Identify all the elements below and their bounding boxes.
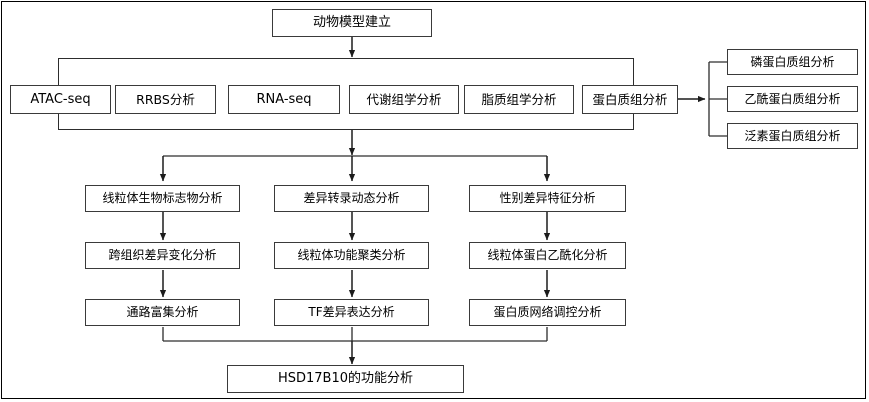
node-rrbs[interactable]: RRBS分析 bbox=[115, 85, 216, 114]
node-label: 线粒体蛋白乙酰化分析 bbox=[487, 248, 608, 263]
node-cross-tissue-diff[interactable]: 跨组织差异变化分析 bbox=[85, 242, 240, 269]
node-mito-biomarker[interactable]: 线粒体生物标志物分析 bbox=[85, 185, 240, 212]
node-label: 乙酰蛋白质组分析 bbox=[744, 91, 841, 106]
node-mito-protein-acetylation[interactable]: 线粒体蛋白乙酰化分析 bbox=[469, 242, 626, 269]
node-pathway-enrichment[interactable]: 通路富集分析 bbox=[85, 299, 240, 326]
node-ubiquitin-proteomics[interactable]: 泛素蛋白质组分析 bbox=[727, 123, 858, 149]
node-label: 线粒体生物标志物分析 bbox=[102, 191, 223, 206]
node-label: 差异转录动态分析 bbox=[303, 191, 400, 206]
node-label: 泛素蛋白质组分析 bbox=[744, 128, 841, 143]
node-metabolomics[interactable]: 代谢组学分析 bbox=[349, 85, 459, 114]
node-label: 脂质组学分析 bbox=[481, 91, 557, 107]
node-label: 动物模型建立 bbox=[312, 15, 391, 31]
node-diff-transcription-dynamics[interactable]: 差异转录动态分析 bbox=[274, 185, 429, 212]
node-label: 磷蛋白质组分析 bbox=[750, 54, 835, 69]
node-label: 性别差异特征分析 bbox=[499, 191, 596, 206]
node-proteomics[interactable]: 蛋白质组分析 bbox=[582, 85, 678, 114]
node-atac-seq[interactable]: ATAC-seq bbox=[10, 85, 111, 114]
node-protein-network-regulation[interactable]: 蛋白质网络调控分析 bbox=[469, 299, 626, 326]
node-label: 线粒体功能聚类分析 bbox=[297, 248, 406, 263]
node-label: 蛋白质组分析 bbox=[592, 91, 668, 107]
node-label: 代谢组学分析 bbox=[366, 91, 442, 107]
node-label: TF差异表达分析 bbox=[308, 305, 395, 320]
node-lipidomics[interactable]: 脂质组学分析 bbox=[464, 85, 574, 114]
node-label: HSD17B10的功能分析 bbox=[277, 371, 414, 387]
node-sex-diff-features[interactable]: 性别差异特征分析 bbox=[469, 185, 626, 212]
node-tf-diff-expression[interactable]: TF差异表达分析 bbox=[274, 299, 429, 326]
node-mito-function-clustering[interactable]: 线粒体功能聚类分析 bbox=[274, 242, 429, 269]
node-acetyl-proteomics[interactable]: 乙酰蛋白质组分析 bbox=[727, 86, 858, 112]
node-rna-seq[interactable]: RNA-seq bbox=[228, 85, 340, 114]
node-hsd17b10-function[interactable]: HSD17B10的功能分析 bbox=[227, 365, 464, 393]
node-animal-model[interactable]: 动物模型建立 bbox=[272, 9, 432, 37]
node-phospho-proteomics[interactable]: 磷蛋白质组分析 bbox=[727, 49, 858, 75]
node-label: 蛋白质网络调控分析 bbox=[493, 305, 602, 320]
node-label: ATAC-seq bbox=[30, 91, 91, 107]
node-label: RNA-seq bbox=[256, 91, 312, 107]
node-label: 跨组织差异变化分析 bbox=[108, 248, 217, 263]
node-label: RRBS分析 bbox=[136, 91, 195, 107]
node-label: 通路富集分析 bbox=[126, 305, 199, 320]
